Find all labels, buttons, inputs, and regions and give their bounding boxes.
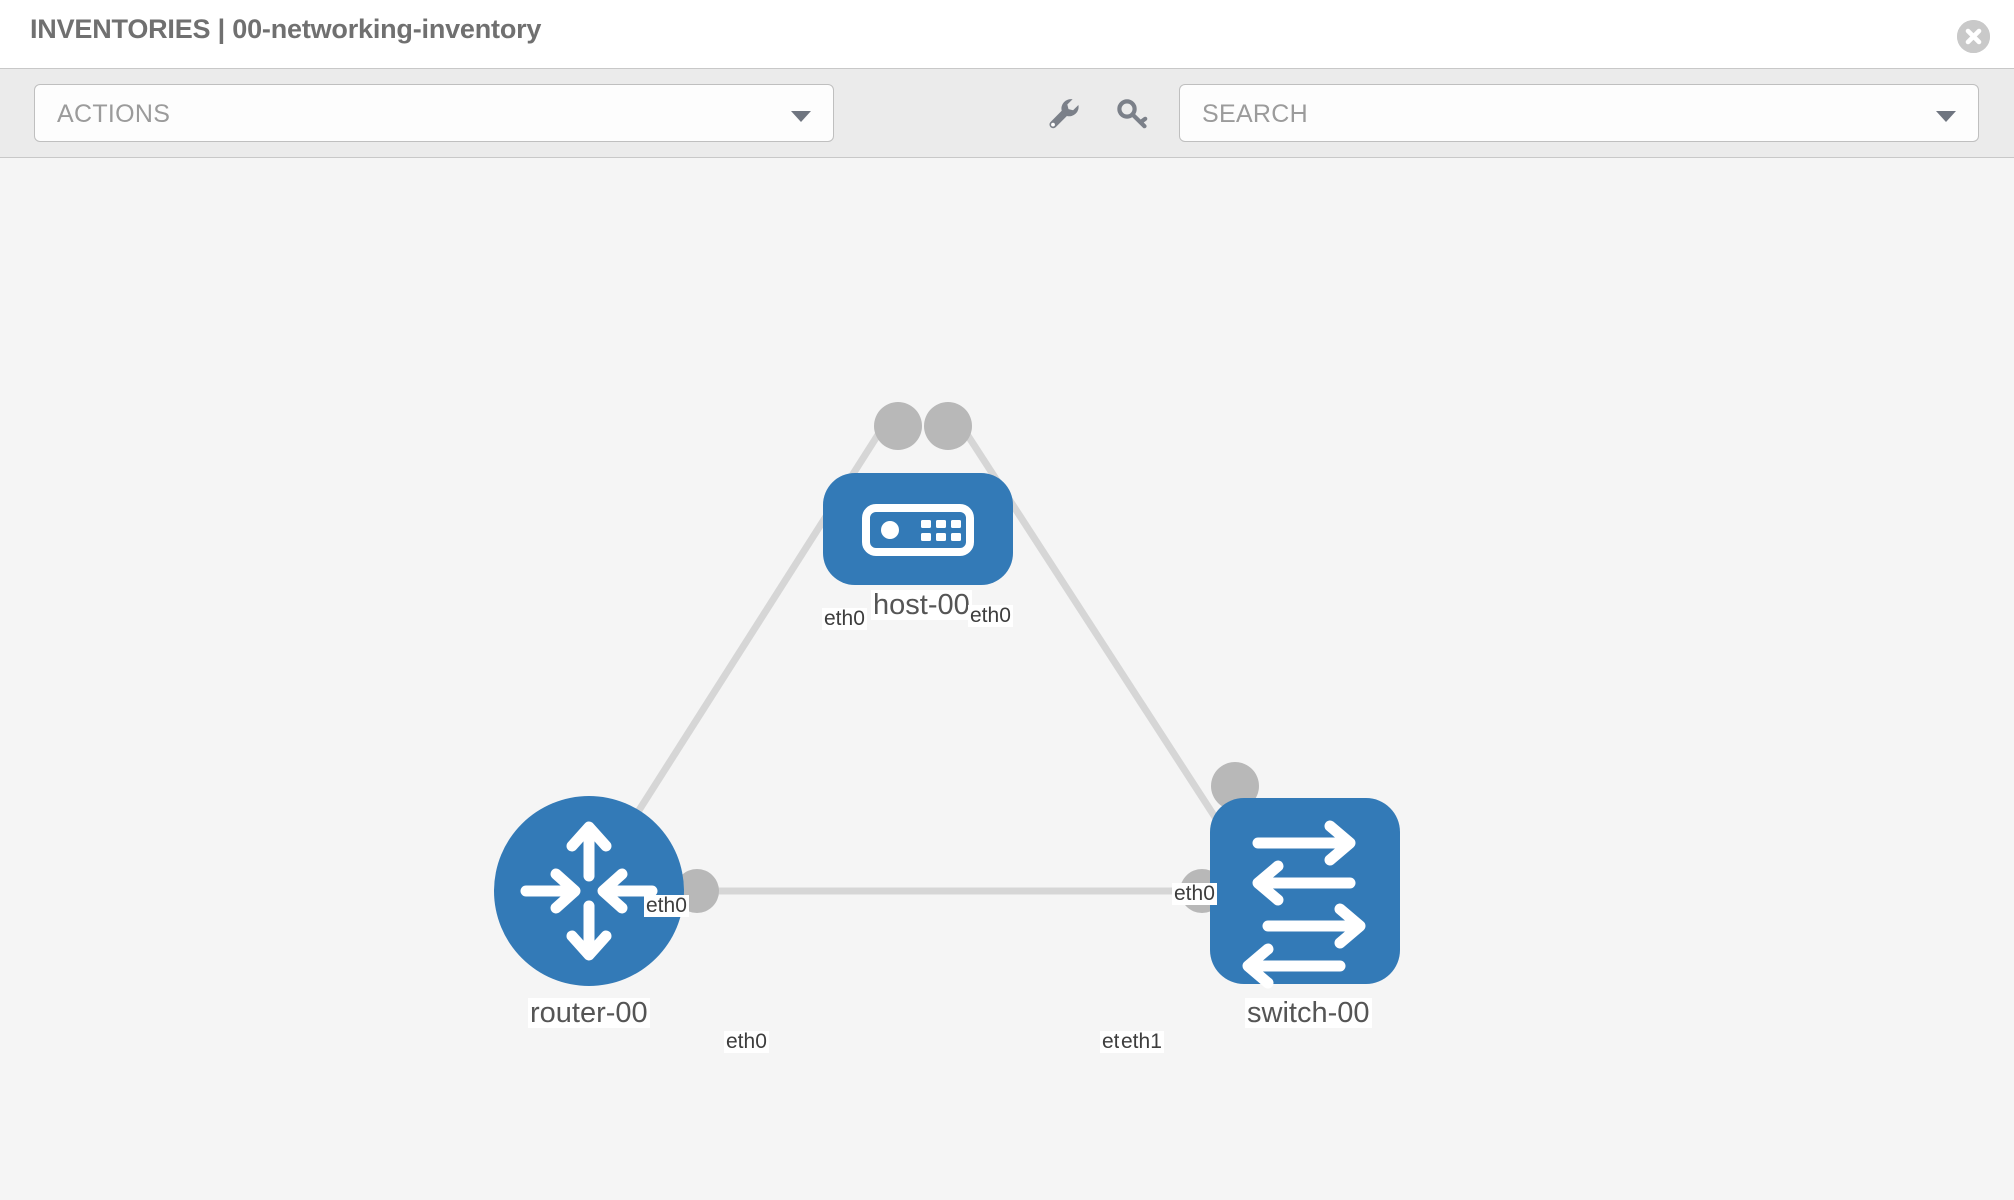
switch-arrows-icon: [1242, 820, 1366, 989]
key-icon[interactable]: [1110, 91, 1154, 135]
port-label-switch-left: eth1: [1119, 1030, 1164, 1054]
search-input[interactable]: SEARCH: [1179, 84, 1979, 142]
title-bar: INVENTORIES | 00-networking-inventory: [0, 0, 2014, 68]
chevron-down-icon: [791, 111, 811, 122]
port-label-router-right: eth0: [724, 1030, 769, 1054]
topology-graph: [494, 402, 1400, 989]
page-title: INVENTORIES | 00-networking-inventory: [30, 14, 542, 44]
close-icon[interactable]: [1957, 20, 1990, 53]
port-label-host-left: eth0: [822, 607, 867, 631]
port-label-host-right: eth0: [968, 604, 1013, 628]
actions-dropdown-label: ACTIONS: [57, 100, 171, 128]
node-router-00: [494, 796, 684, 986]
toolbar: ACTIONS SEARCH: [0, 68, 2014, 158]
chevron-down-icon[interactable]: [1936, 111, 1956, 122]
node-switch-00: [1210, 798, 1400, 989]
topology-canvas[interactable]: host-00 router-00 switch-00 eth0 eth0 et…: [0, 158, 2014, 1200]
port-host-left: [874, 402, 922, 450]
wrench-icon[interactable]: [1041, 91, 1085, 135]
actions-dropdown[interactable]: ACTIONS: [34, 84, 834, 142]
router-arrows-icon: [520, 821, 658, 961]
node-label-host: host-00: [871, 589, 972, 621]
node-label-switch: switch-00: [1245, 997, 1372, 1029]
port-host-right: [924, 402, 972, 450]
search-placeholder: SEARCH: [1202, 100, 1308, 128]
port-label-router-up: eth0: [644, 894, 689, 918]
port-label-switch-up: eth0: [1172, 882, 1217, 906]
node-label-router: router-00: [528, 997, 650, 1029]
server-icon: [862, 504, 974, 556]
link-host-switch: [947, 406, 1238, 850]
node-host-00: [823, 473, 1013, 585]
